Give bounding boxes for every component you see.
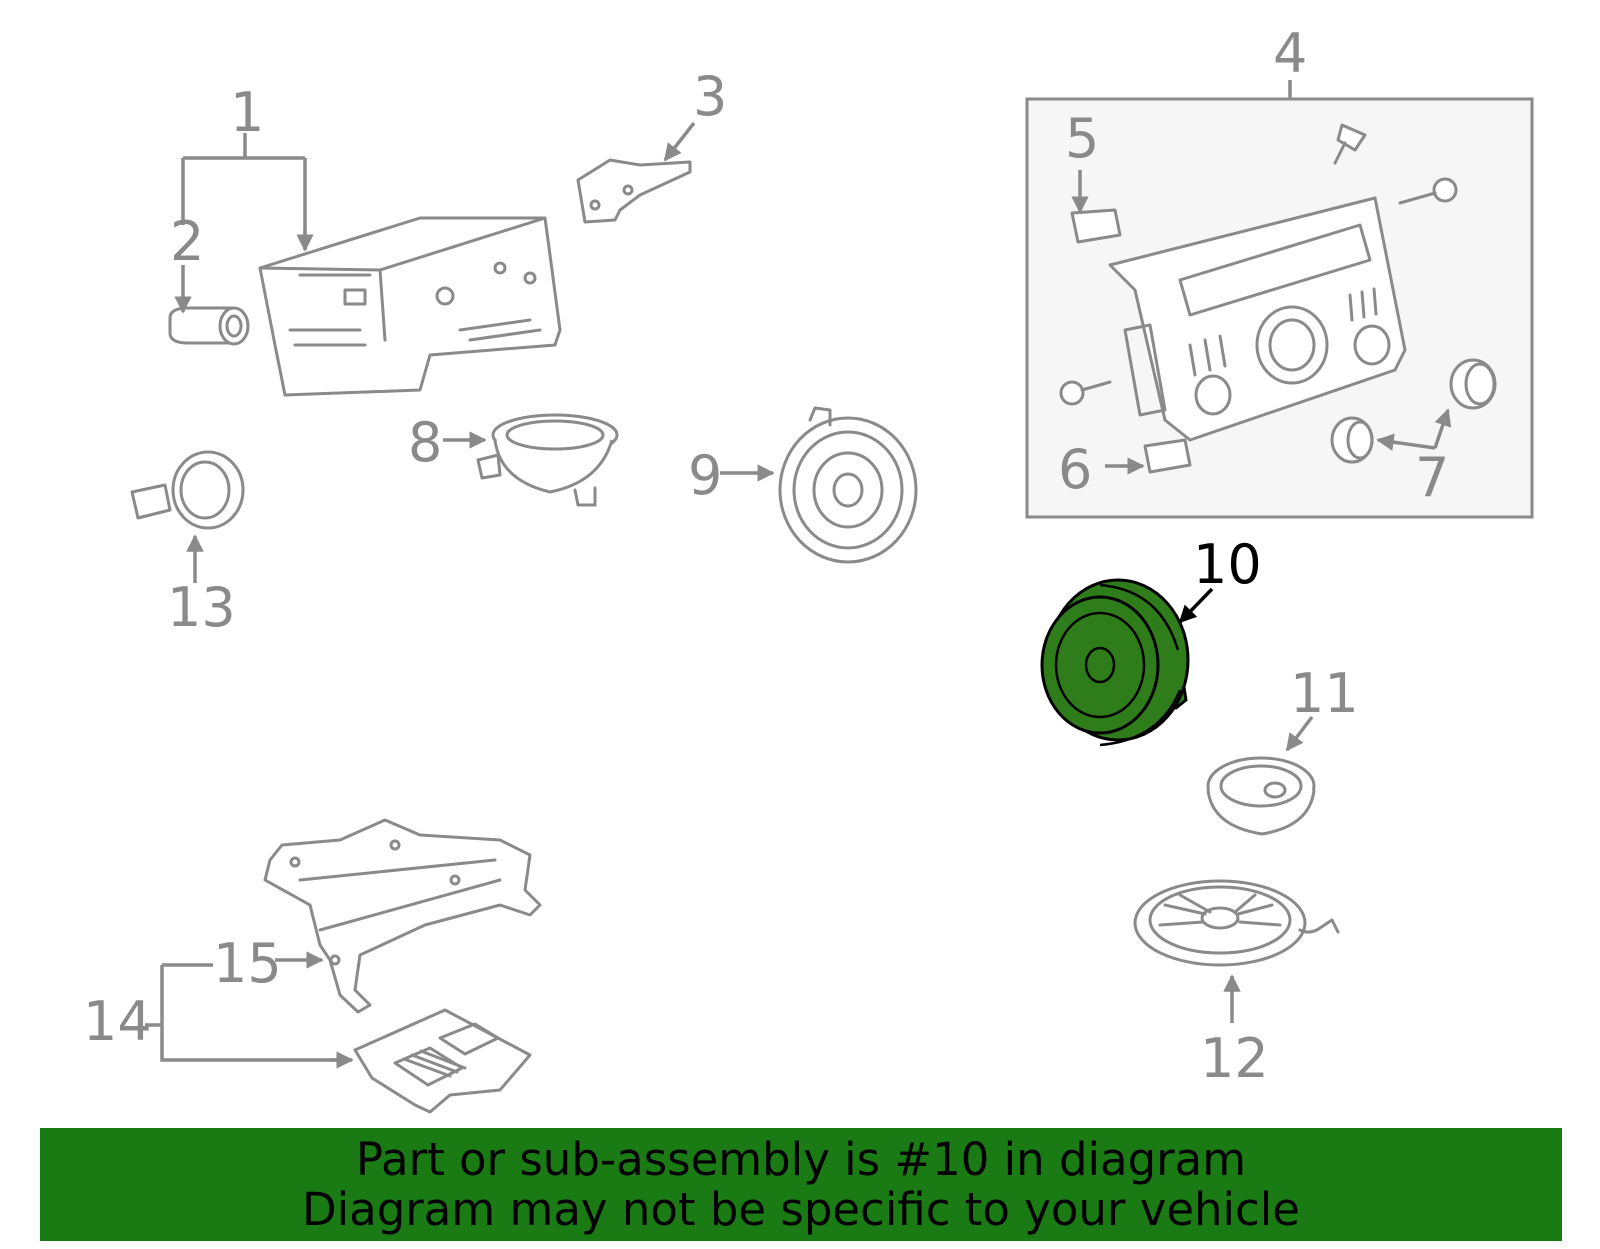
part-7-knob-b — [1330, 416, 1374, 464]
leader-lines — [145, 80, 1452, 1069]
screw-top — [1333, 123, 1367, 165]
part-3-bracket — [576, 158, 692, 224]
callout-13: 13 — [167, 576, 236, 639]
banner-line-1: Part or sub-assembly is #10 in diagram — [355, 1132, 1247, 1186]
callout-14: 14 — [83, 990, 152, 1053]
callout-7: 7 — [1415, 446, 1449, 509]
callout-15: 15 — [213, 932, 282, 995]
part-7-knob-a — [1449, 358, 1497, 410]
part-2-knob — [168, 306, 250, 346]
callout-12: 12 — [1200, 1027, 1269, 1090]
part-15-bracket — [263, 818, 542, 1014]
callout-2: 2 — [170, 210, 204, 273]
callout-10: 10 — [1193, 533, 1262, 596]
callout-11: 11 — [1290, 662, 1359, 725]
screw-left — [1059, 380, 1112, 406]
callout-4: 4 — [1273, 22, 1307, 85]
part-9-speaker — [778, 406, 918, 564]
callout-6: 6 — [1058, 438, 1092, 501]
part-11-speaker — [1206, 756, 1316, 836]
callout-8: 8 — [408, 411, 442, 474]
part-5-clip — [1070, 208, 1122, 244]
callout-5: 5 — [1065, 107, 1099, 170]
part-13-connector — [130, 450, 245, 530]
part-12-woofer — [1133, 879, 1340, 967]
part-8-speaker — [476, 413, 619, 507]
part-1-receiver — [258, 216, 562, 397]
callout-9: 9 — [688, 444, 722, 507]
part-4-control-panel — [1108, 196, 1407, 442]
callout-3: 3 — [693, 65, 727, 128]
part-10-speaker-highlighted — [1040, 578, 1190, 747]
part-6-clip — [1143, 438, 1192, 474]
screw-right — [1398, 177, 1458, 205]
info-banner: Part or sub-assembly is #10 in diagram D… — [40, 1128, 1562, 1241]
part-14-module — [353, 1008, 532, 1114]
callout-labels: 1 2 3 4 5 6 7 8 9 10 11 12 13 14 15 — [83, 22, 1449, 1090]
banner-line-2: Diagram may not be specific to your vehi… — [302, 1182, 1300, 1236]
callout-1: 1 — [230, 81, 264, 144]
